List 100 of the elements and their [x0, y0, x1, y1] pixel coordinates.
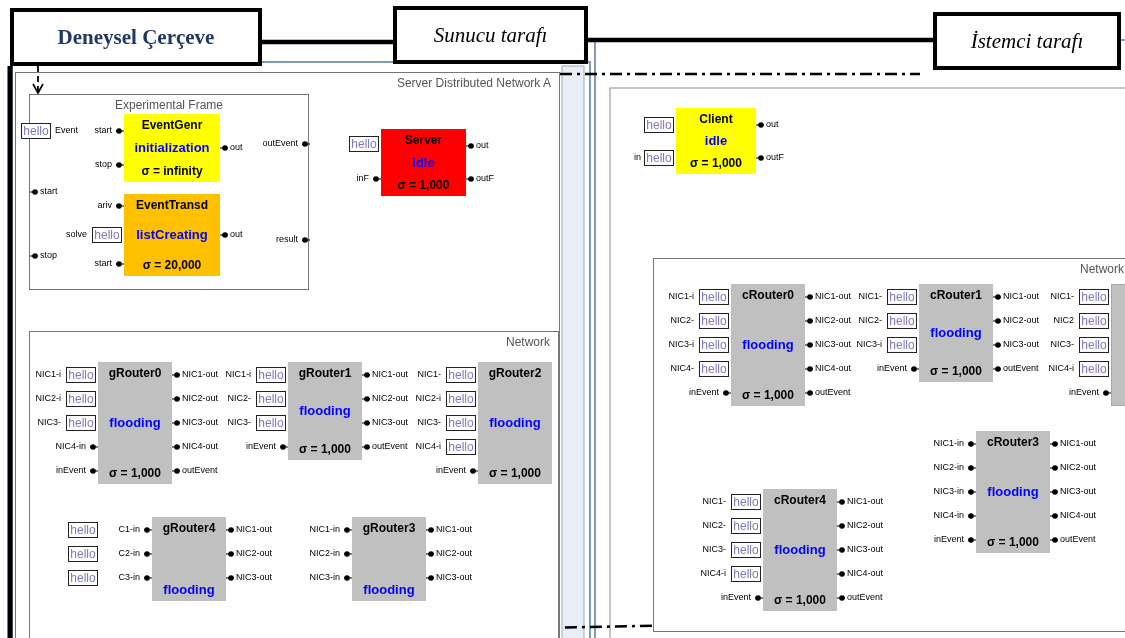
port-label: NIC1-i	[668, 291, 694, 302]
message-tag: hello	[731, 518, 761, 534]
model-box	[676, 108, 756, 174]
state-label: flooding	[930, 326, 982, 340]
port-label: NIC3-out	[236, 572, 272, 583]
port-label: solve	[66, 229, 87, 240]
state-label: idle	[412, 155, 435, 170]
model-name: EventGenr	[141, 118, 203, 132]
port-label: inEvent	[876, 363, 907, 374]
model-name: EventTransd	[136, 198, 208, 212]
port-label: NIC1-out	[1060, 438, 1096, 449]
port-label: NIC1-	[417, 369, 441, 380]
port-label: result	[276, 234, 298, 245]
message-tag: hello	[699, 289, 729, 305]
port-label: NIC2-i	[35, 393, 61, 404]
sigma-label: σ = 1,000	[930, 364, 982, 378]
model-name: gRouter0	[108, 366, 162, 380]
message-tag: hello	[731, 566, 761, 582]
port-label: inEvent	[933, 534, 964, 545]
state-label: flooding	[163, 583, 215, 597]
sigma-label: σ = 1,000	[489, 466, 541, 480]
connector-line	[588, 37, 933, 43]
port-label: NIC1-out	[847, 496, 883, 507]
model-name: Server	[404, 133, 443, 147]
message-tag: hello	[731, 494, 761, 510]
state-label: flooding	[987, 485, 1039, 499]
port-label: NIC3-in	[933, 486, 964, 497]
message-tag: hello	[699, 337, 729, 353]
callout-box: İstemci tarafı	[933, 12, 1121, 70]
port-label: NIC3-out	[436, 572, 472, 583]
port-label: NIC2-out	[847, 520, 883, 531]
message-tag: hello	[21, 123, 51, 139]
message-tag: hello	[446, 367, 476, 383]
port-label: inEvent	[245, 441, 276, 452]
port-label: NIC4-out	[847, 568, 883, 579]
model-name: gRouter2	[488, 366, 542, 380]
message-tag: hello	[1079, 337, 1109, 353]
message-tag: hello	[699, 361, 729, 377]
port-label: outF	[766, 152, 784, 163]
message-tag: hello	[1079, 361, 1109, 377]
port-label: NIC2-out	[1060, 462, 1096, 473]
port-label: NIC3-	[702, 544, 726, 555]
port-label: inEvent	[688, 387, 719, 398]
port-label: NIC1-i	[35, 369, 61, 380]
port-label: NIC1-in	[933, 438, 964, 449]
sigma-label: σ = 1,000	[690, 156, 742, 170]
port-label: NIC3-	[417, 417, 441, 428]
message-tag: hello	[68, 570, 98, 586]
message-tag: hello	[66, 391, 96, 407]
message-tag: hello	[66, 367, 96, 383]
state-label: flooding	[109, 416, 161, 430]
port-label: NIC2-out	[182, 393, 218, 404]
port-label: out	[476, 140, 489, 151]
port-label: NIC3-i	[856, 339, 882, 350]
port-label: NIC1-	[858, 291, 882, 302]
model-box	[98, 362, 172, 484]
port-label: inF	[356, 173, 369, 184]
port-label: inEvent	[1068, 387, 1099, 398]
port-label: C1-in	[118, 524, 140, 535]
sigma-label: σ = 1,000	[299, 442, 351, 456]
port-label: NIC3-out	[182, 417, 218, 428]
port-label: inEvent	[435, 465, 466, 476]
port-label: NIC3-out	[1060, 486, 1096, 497]
port-label: NIC3-i	[668, 339, 694, 350]
sigma-label: σ = infinity	[141, 164, 203, 178]
port-label: NIC3-out	[847, 544, 883, 555]
port-label: NIC2-	[227, 393, 251, 404]
model-name: cRouter3	[987, 435, 1039, 449]
model-name: cRouter0	[742, 288, 794, 302]
model-box	[124, 114, 220, 182]
port-label: NIC4-	[670, 363, 694, 374]
port-label: in	[634, 152, 641, 163]
model-name: cRouter4	[774, 493, 826, 507]
message-tag: hello	[644, 150, 674, 166]
panel	[653, 258, 1125, 632]
port-label: inEvent	[55, 465, 86, 476]
state-label: flooding	[299, 404, 351, 418]
model-box	[381, 129, 466, 196]
port-label: NIC2	[1053, 315, 1074, 326]
sigma-label: σ = 1,000	[742, 388, 794, 402]
message-tag: hello	[256, 415, 286, 431]
model-box	[478, 362, 552, 484]
state-label: flooding	[774, 543, 826, 557]
message-tag: hello	[1079, 313, 1109, 329]
port-label: start	[94, 125, 112, 136]
message-tag: hello	[699, 313, 729, 329]
model-box	[763, 489, 837, 611]
port-label: NIC4-i	[700, 568, 726, 579]
port-label: outEvent	[182, 465, 218, 476]
message-tag: hello	[92, 227, 122, 243]
port-label: Event	[55, 125, 78, 136]
port-label: NIC3-out	[1003, 339, 1039, 350]
model-box	[731, 284, 805, 406]
connector-line	[262, 39, 393, 45]
port-label: NIC2-out	[1003, 315, 1039, 326]
port-label: C3-in	[118, 572, 140, 583]
port-label: NIC2-out	[815, 315, 851, 326]
message-tag: hello	[1079, 289, 1109, 305]
message-tag: hello	[887, 289, 917, 305]
message-tag: hello	[349, 136, 379, 152]
